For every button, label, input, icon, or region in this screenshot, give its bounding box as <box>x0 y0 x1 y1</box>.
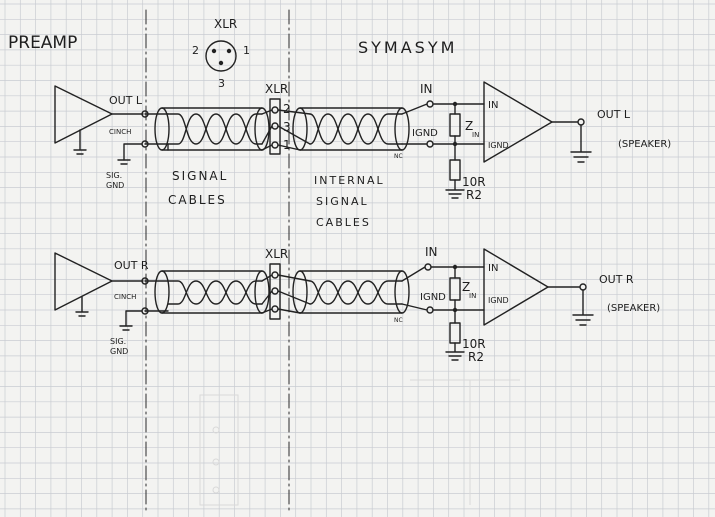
xlr-connector-icon <box>205 40 237 72</box>
internal-cable-label: SIGNAL <box>316 195 369 208</box>
cinch-label: CINCH <box>109 128 131 136</box>
twisted-pair-wire <box>167 113 263 145</box>
speaker-label: (SPEAKER) <box>607 303 660 314</box>
gnd-label: GND <box>106 181 124 190</box>
preamp-title: PREAMP <box>8 33 77 53</box>
cable-label: CABLES <box>168 193 227 207</box>
left-channel: OUT L CINCH SIG. GND SIGNAL CABLES XLR 2… <box>54 81 671 229</box>
cinch-label: CINCH <box>114 293 136 301</box>
gnd-label: GND <box>110 347 128 356</box>
sig-label: SIG. <box>110 337 126 346</box>
in-label: IN <box>425 245 438 259</box>
output-label: OUT L <box>597 108 631 121</box>
xlr-pin-label: 3 <box>218 77 225 90</box>
in-label: IN <box>420 82 433 96</box>
zin-sub-label: IN <box>469 292 476 300</box>
resistor-value: 10R <box>462 175 486 189</box>
nc-label: NC <box>394 317 403 324</box>
preamp-amplifier-icon <box>54 252 113 311</box>
r2-resistor <box>449 322 461 344</box>
xlr-pin-label: 1 <box>243 44 250 57</box>
xlr-label: XLR <box>265 247 288 261</box>
power-amplifier-icon <box>483 81 553 163</box>
sig-label: SIG. <box>106 171 122 180</box>
resistor-name: R2 <box>466 188 482 202</box>
xlr-pin-3: 3 <box>283 120 291 134</box>
r2-resistor <box>449 159 461 181</box>
xlr-label: XLR <box>265 82 288 96</box>
internal-cable-label: CABLES <box>316 216 371 229</box>
resistor-name: R2 <box>468 350 484 364</box>
ignd-label: IGND <box>420 292 446 303</box>
xlr-pinout: XLR 2 1 3 <box>192 17 250 90</box>
cable-shield <box>161 107 263 151</box>
amp-in-label: IN <box>488 100 498 111</box>
ghost-sketch <box>199 379 520 506</box>
amp-ignd-label: IGND <box>488 141 509 150</box>
preamp-amplifier-icon <box>54 85 113 144</box>
xlr-pin-1: 1 <box>283 138 291 152</box>
power-amplifier-icon <box>483 248 549 326</box>
symasym-title: SYMASYM <box>358 38 457 57</box>
amp-in-label: IN <box>488 263 498 274</box>
internal-cable-shield <box>299 270 403 314</box>
xlr-pinout-label: XLR <box>214 17 237 31</box>
zin-label: Z <box>462 280 470 294</box>
ignd-label: IGND <box>412 128 438 139</box>
internal-cable-label: INTERNAL <box>314 174 385 187</box>
out-label: OUT R <box>114 259 149 272</box>
xlr-pin-2: 2 <box>283 102 291 116</box>
nc-label: NC <box>394 153 403 160</box>
speaker-label: (SPEAKER) <box>618 139 671 150</box>
zin-label: Z <box>465 119 473 133</box>
zin-resistor <box>449 113 461 137</box>
cable-shield <box>161 270 263 314</box>
out-label: OUT L <box>109 94 143 107</box>
amp-ignd-label: IGND <box>488 296 509 305</box>
xlr-pin-label: 2 <box>192 44 199 57</box>
cable-label: SIGNAL <box>172 169 228 183</box>
right-channel: OUT R CINCH SIG. GND XLR NC IN IGND <box>54 245 660 364</box>
zin-resistor <box>449 277 461 301</box>
zin-sub-label: IN <box>472 131 479 139</box>
resistor-value: 10R <box>462 337 486 351</box>
internal-cable-shield <box>299 107 403 151</box>
twisted-pair-wire <box>167 280 263 305</box>
output-label: OUT R <box>599 273 634 286</box>
